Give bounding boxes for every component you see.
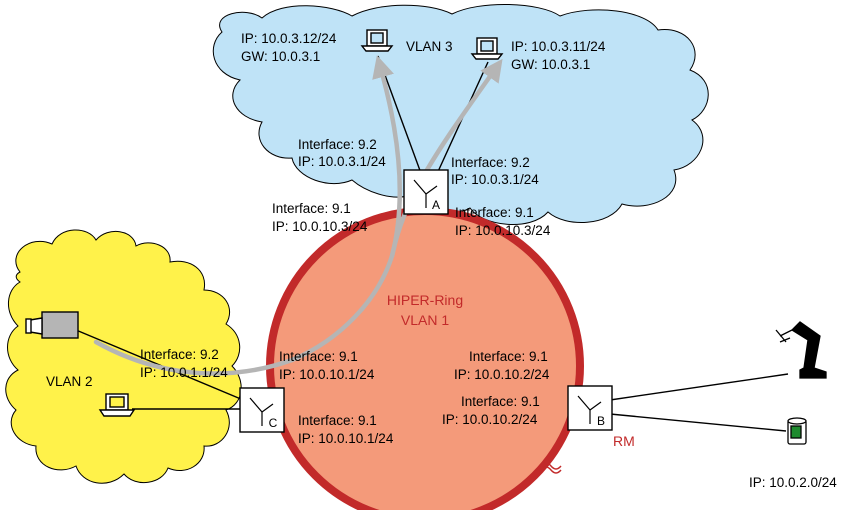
switch-b[interactable]: B: [567, 385, 613, 431]
computer-icon[interactable]: [360, 29, 394, 52]
a-right-vlan1-interface: Interface: 9.1: [455, 205, 534, 220]
a-right-vlan3-ip: IP: 10.0.3.1/24: [451, 172, 539, 187]
pc-left-gw: GW: 10.0.3.1: [241, 49, 320, 64]
switch-a-letter: A: [432, 198, 440, 212]
robot-arm-icon[interactable]: [775, 321, 827, 379]
vlan3-label: VLAN 3: [406, 39, 453, 54]
pc-right-gw: GW: 10.0.3.1: [511, 57, 590, 72]
c-lower-vlan1-ip: IP: 10.0.10.1/24: [298, 431, 394, 446]
a-left-vlan3-ip: IP: 10.0.3.1/24: [298, 154, 386, 169]
a-right-vlan3-interface: Interface: 9.2: [451, 155, 530, 170]
switch-icon: [249, 397, 274, 426]
ring-vlan: VLAN 1: [401, 312, 449, 328]
a-left-vlan1-interface: Interface: 9.1: [272, 201, 351, 216]
switch-icon: [577, 395, 602, 424]
c-upper-vlan1-interface: Interface: 9.1: [279, 349, 358, 364]
labels: IP: 10.0.3.12/24 GW: 10.0.3.1 VLAN 3 IP:…: [46, 31, 837, 490]
c-vlan2-ip: IP: 10.0.1.1/24: [140, 365, 228, 380]
video-camera-icon[interactable]: [25, 311, 79, 339]
a-left-vlan1-ip: IP: 10.0.10.3/24: [272, 219, 368, 234]
switch-c[interactable]: C: [239, 387, 285, 433]
c-vlan2-interface: Interface: 9.2: [140, 347, 219, 362]
b-lower-vlan1-ip: IP: 10.0.10.2/24: [442, 412, 538, 427]
ring-name: HIPER-Ring: [387, 292, 463, 308]
rm-label: RM: [613, 433, 635, 449]
c-upper-vlan1-ip: IP: 10.0.10.1/24: [279, 367, 375, 382]
switch-icon: [413, 179, 438, 208]
switch-a[interactable]: A: [403, 169, 449, 215]
b-lower-vlan1-interface: Interface: 9.1: [461, 394, 540, 409]
switch-c-letter: C: [269, 416, 278, 430]
rm-break-mark: [540, 462, 562, 474]
computer-icon[interactable]: [470, 37, 504, 60]
connections: [75, 55, 789, 432]
c-lower-vlan1-interface: Interface: 9.1: [298, 413, 377, 428]
a-left-vlan3-interface: Interface: 9.2: [298, 137, 377, 152]
pc-left-ip: IP: 10.0.3.12/24: [241, 31, 337, 46]
route-arrow-to-left-pc: [93, 55, 403, 376]
pc-right-ip: IP: 10.0.3.11/24: [511, 39, 606, 54]
b-upper-vlan1-interface: Interface: 9.1: [469, 349, 548, 364]
switch-b-letter: B: [597, 414, 605, 428]
b-upper-vlan1-ip: IP: 10.0.10.2/24: [454, 367, 550, 382]
vlan2-label: VLAN 2: [46, 374, 93, 389]
device-net-ip: IP: 10.0.2.0/24: [749, 475, 837, 490]
a-right-vlan1-ip: IP: 10.0.10.3/24: [455, 223, 551, 238]
drive-icon[interactable]: [787, 417, 807, 445]
computer-icon[interactable]: [98, 393, 136, 417]
